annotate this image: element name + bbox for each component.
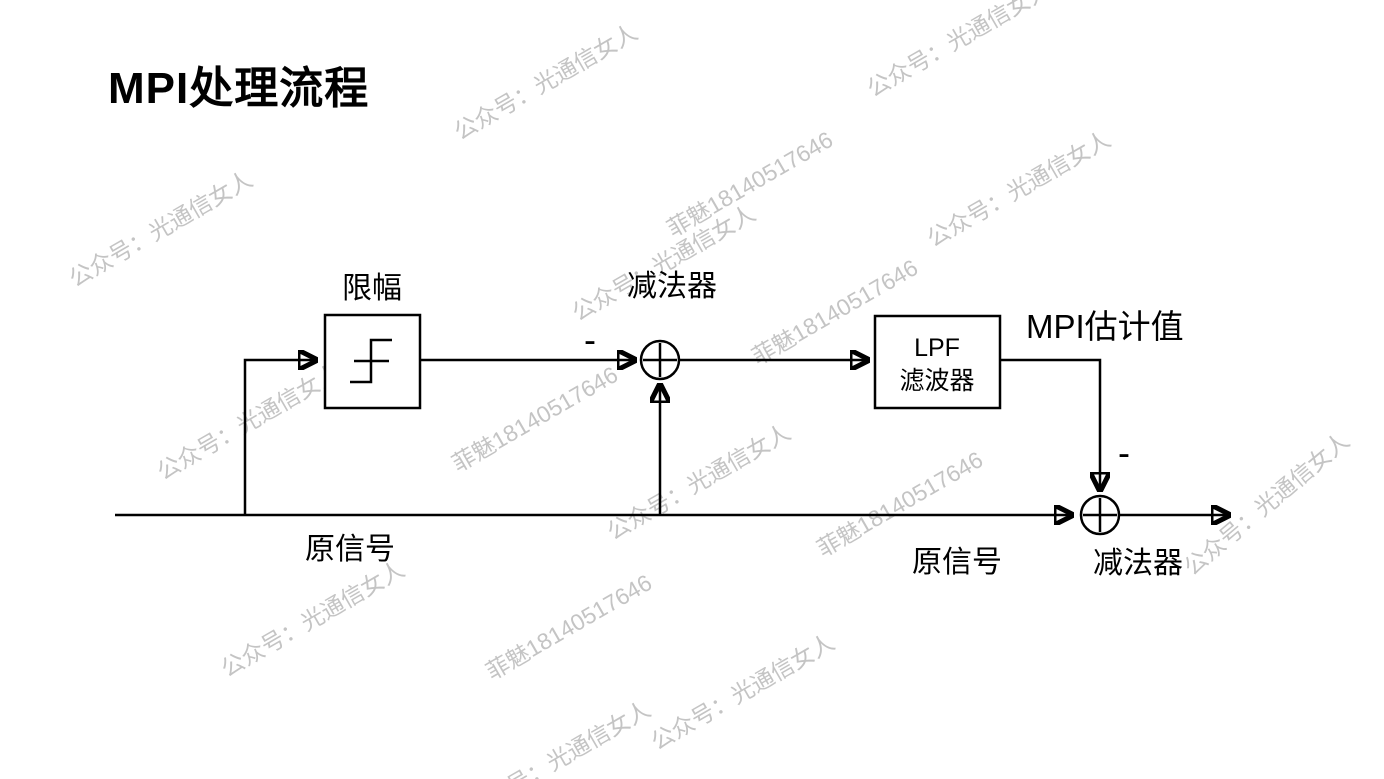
- subtractor2-label: 减法器: [1093, 547, 1183, 580]
- subtractor2-node: [1079, 494, 1121, 536]
- lpf-block: [873, 314, 1002, 410]
- lpf-to-subtractor2-line: [1000, 358, 1100, 489]
- limiter-label: 限幅: [342, 272, 402, 305]
- original-signal-label-1: 原信号: [305, 533, 395, 566]
- original-signal-label-2: 原信号: [912, 546, 1002, 579]
- subtractor1-minus-sign: -: [584, 319, 596, 360]
- subtractor1-label: 减法器: [627, 270, 717, 303]
- limiter-icon: [350, 338, 392, 384]
- lpf-label-line2: 滤波器: [899, 367, 974, 395]
- subtractor2-minus-sign: -: [1118, 432, 1130, 473]
- subtractor1-node: [639, 339, 681, 381]
- lpf-label-line1: LPF: [914, 334, 960, 362]
- branch-to-limiter-line: [243, 360, 315, 515]
- mpi-estimate-label: MPI估计值: [1026, 308, 1184, 345]
- page-title: MPI处理流程: [108, 64, 370, 113]
